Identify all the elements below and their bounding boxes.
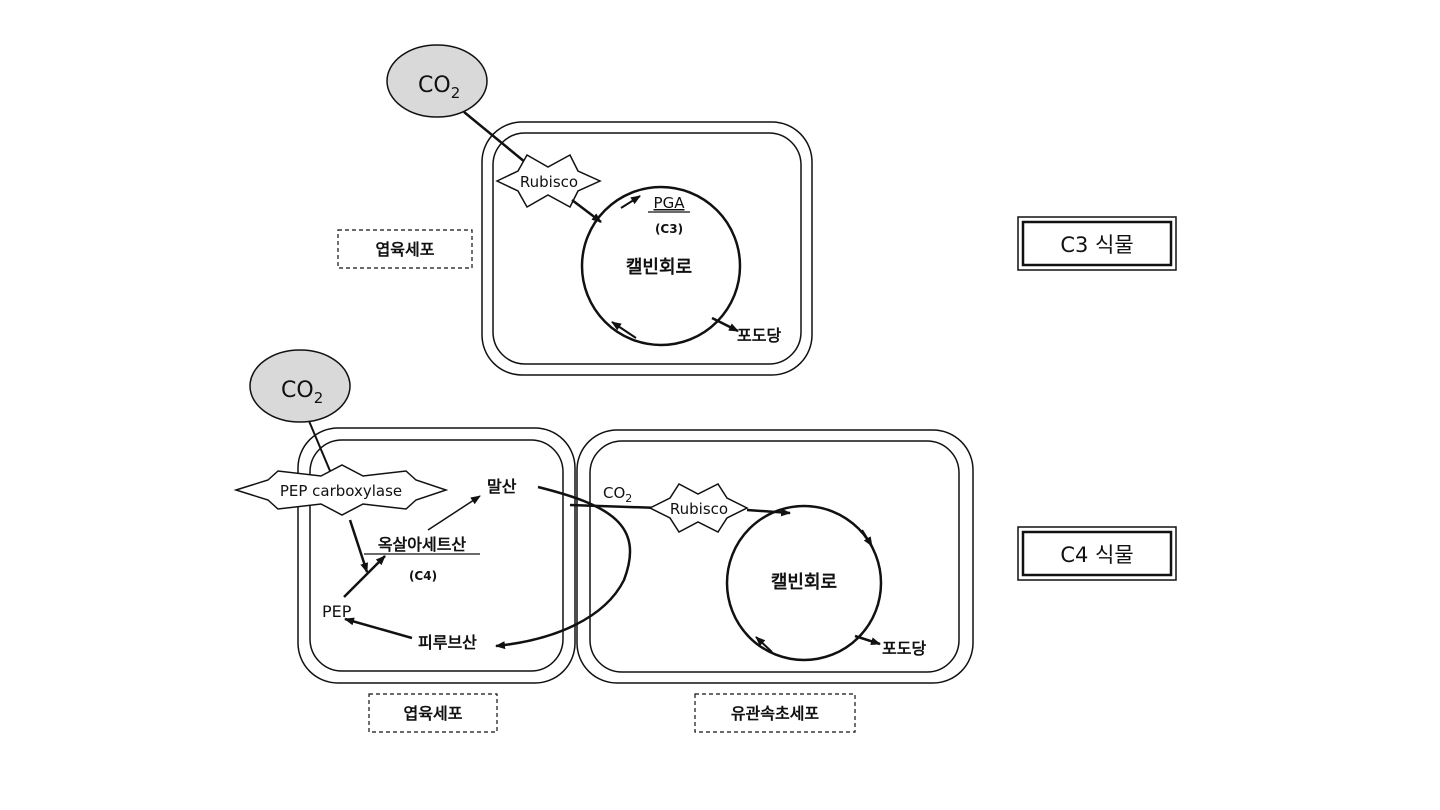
c3-rubisco-arrow [571,199,602,223]
c4-co2-ellipse [249,349,351,423]
c3-glucose-arrow [711,316,739,333]
c3-plant-label-box-inner [1021,220,1173,267]
c4-cycle-arrow-right [861,529,873,547]
c4-carboxylase-arrow [348,519,369,573]
c3-co2-ellipse [386,44,488,118]
c4-glucose-label: 포도당 [882,639,926,658]
c4-mesophyll-cell-inner [309,439,564,672]
c4-oaa-malate-arrow [427,495,481,531]
c3-section: CO2 Rubisco PGA (C3) 캘빈회로 포도당 엽육세포 C3 식물 [337,44,1177,376]
c3-rubisco-label: Rubisco [520,173,578,191]
c4-bundle-sheath-label: 유관속초세포 [731,704,820,723]
c3-cycle-arrow-bottom [611,321,637,339]
c4-oaa-carbons: (C4) [409,569,437,583]
c4-co2-line [308,420,334,479]
c4-bundle-sheath-label-box [694,693,856,733]
c4-calvin-cycle-label: 캘빈회로 [771,572,837,593]
c4-bundle-sheath-cell-inner [589,440,960,673]
c4-bundle-co2-label: CO2 [603,484,632,505]
c3-plant-label-box-outer [1017,216,1177,271]
c4-pep-carboxylase-label: PEP carboxylase [280,482,402,500]
c3-pga-label: PGA [654,194,686,212]
c4-glucose-arrow [854,634,881,646]
c3-mesophyll-cell-inner [492,132,802,365]
c4-pep-oaa-arrow [343,555,386,598]
c3-co2-label: CO2 [418,73,460,102]
c4-bundle-co2-line [569,503,661,510]
c4-mesophyll-cell-outer [297,427,576,684]
c4-plant-label-box-inner [1021,530,1173,577]
c3-calvin-cycle-label: 캘빈회로 [626,257,692,278]
c4-oaa-label: 옥살아세트산 [378,535,467,554]
c3-calvin-cycle-circle [580,185,742,347]
c3-mesophyll-cell-outer [481,121,813,376]
c4-calvin-cycle-circle [725,504,883,662]
c3-mesophyll-label-box [337,229,473,269]
c4-rubisco-arrow [746,508,791,517]
c4-rubisco-label: Rubisco [670,500,728,518]
c4-pep-label: PEP [322,602,352,621]
c4-plant-label: C4 식물 [1060,543,1133,567]
c3-plant-label: C3 식물 [1060,233,1133,257]
c4-pyruvate-label: 피루브산 [418,633,477,652]
c4-plant-label-box-outer [1017,526,1177,581]
c4-pyruvate-pep-arrow [344,617,413,640]
c3-rubisco-shape [495,153,602,209]
c3-pga-carbons: (C3) [655,222,683,236]
c4-mesophyll-label: 엽육세포 [404,704,463,723]
c4-pep-carboxylase-shape [233,464,449,516]
c4-bundle-sheath-cell-outer [576,429,974,684]
c4-mesophyll-label-box [368,693,498,733]
c3-glucose-label: 포도당 [737,326,781,345]
c4-malate-label: 말산 [487,477,517,496]
c4-section: CO2 PEP carboxylase 옥살아세트산 (C4) 말산 PEP 피… [233,349,1177,733]
c4-cycle-arrow-bottom [755,636,773,653]
c4-co2-label: CO2 [281,378,323,407]
c3-mesophyll-label: 엽육세포 [376,240,435,259]
c3-cycle-arrow-top [620,195,641,209]
c4-rubisco-shape [648,483,749,533]
